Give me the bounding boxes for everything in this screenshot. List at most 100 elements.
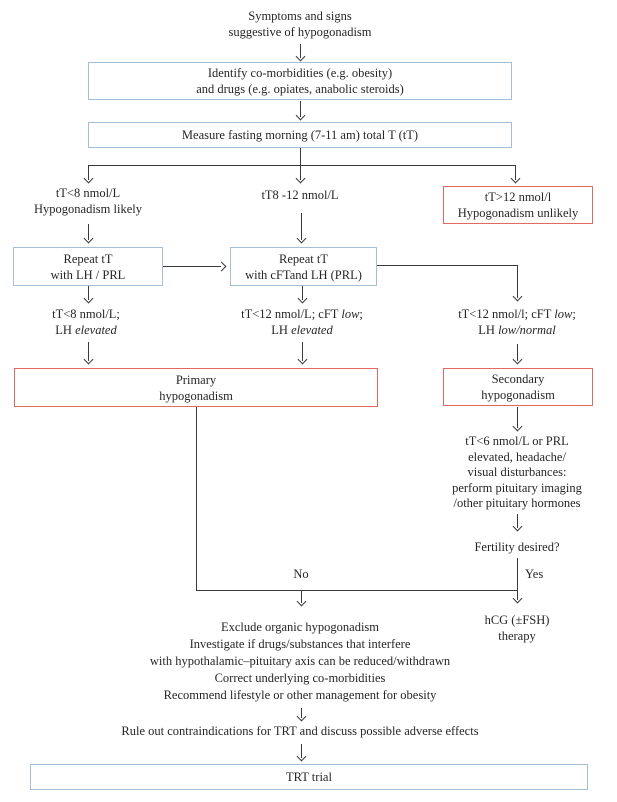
branch-high-line2: Hypogonadism unlikely: [457, 206, 579, 220]
arrow-line: [301, 591, 302, 603]
pituitary-note-line: tT<6 nmol/L or PRL: [465, 434, 569, 448]
branch-low-line1: tT<8 nmol/L: [55, 186, 121, 200]
arrow-right-icon: [216, 261, 227, 272]
exclude-block-line: Correct underlying co-morbidities: [214, 671, 386, 685]
repeat-left-line2: with LH / PRL: [50, 267, 126, 282]
condition-right-label: tT<12 nmol/l; cFT low; LH low/normal: [427, 306, 607, 338]
yes-label: Yes: [525, 566, 565, 582]
condition-left-roman: LH: [55, 323, 76, 337]
arrow-down-icon: [83, 233, 94, 244]
arrow-down-icon: [295, 51, 306, 62]
arrow-down-icon: [512, 421, 523, 432]
start-label-line1: Symptoms and signs: [248, 9, 352, 23]
connector-line: [196, 407, 197, 591]
arrow-down-icon: [510, 173, 521, 184]
condition-mid-line1: tT<12 nmol/L; cFT low;: [212, 306, 392, 322]
arrow-line: [517, 265, 518, 298]
condition-right-line2: LH low/normal: [427, 322, 607, 338]
pituitary-note: tT<6 nmol/L or PRL elevated, headache/ v…: [427, 434, 607, 512]
arrow-down-icon: [296, 751, 307, 762]
no-label: No: [281, 566, 321, 582]
arrow-down-icon: [512, 521, 523, 532]
arrow-down-icon: [297, 293, 308, 304]
exclude-block-line: Exclude organic hypogonadism: [220, 620, 380, 634]
condition-mid-italic1: low: [341, 307, 360, 321]
arrow-line: [163, 266, 221, 267]
arrow-line: [300, 101, 301, 117]
secondary-hypogonadism-box: Secondary hypogonadism: [443, 368, 593, 406]
trt-box-label: TRT trial: [286, 770, 332, 784]
primary-hypogonadism-box: Primary hypogonadism: [14, 368, 378, 407]
arrow-down-icon: [295, 110, 306, 121]
condition-right-line1: tT<12 nmol/l; cFT low;: [427, 306, 607, 322]
repeat-tt-cft-lh-box: Repeat tT with cFTand LH (PRL): [230, 247, 377, 286]
arrow-down-icon: [295, 173, 306, 184]
identify-box-line1: Identify co-morbidities (e.g. obesity): [207, 66, 393, 80]
repeat-mid-line1: Repeat tT: [279, 251, 328, 266]
arrow-line: [517, 514, 518, 528]
arrow-line: [301, 708, 302, 718]
condition-left-line1: tT<8 nmol/L;: [52, 307, 120, 321]
hcg-therapy-line1: hCG (±FSH): [484, 613, 550, 627]
arrow-line: [300, 44, 301, 58]
hcg-therapy-label: hCG (±FSH) therapy: [437, 612, 597, 644]
arrow-down-icon: [296, 596, 307, 607]
pituitary-note-line: visual disturbances:: [467, 465, 567, 479]
condition-mid-italic2: elevated: [291, 323, 333, 337]
arrow-line: [301, 744, 302, 758]
arrow-line: [302, 342, 303, 361]
arrow-line: [515, 165, 516, 180]
secondary-box-line1: Secondary: [491, 372, 545, 386]
condition-mid-label: tT<12 nmol/L; cFT low; LH elevated: [212, 306, 392, 338]
arrow-line: [88, 342, 89, 361]
branch-mid-line1: tT8 -12 nmol/L: [261, 188, 339, 202]
connector-line: [377, 265, 518, 266]
branch-low-label: tT<8 nmol/L Hypogonadism likely: [8, 185, 168, 217]
start-label: Symptoms and signs suggestive of hypogon…: [190, 8, 410, 40]
branch-low-line2: Hypogonadism likely: [34, 202, 142, 216]
trt-trial-box: TRT trial: [30, 764, 588, 790]
condition-right-italic2: low/normal: [498, 323, 556, 337]
yes-label-text: Yes: [525, 567, 544, 581]
fertility-question-label: Fertility desired?: [437, 539, 597, 555]
arrow-down-icon: [512, 354, 523, 365]
exclude-block-line: with hypothalamic–pituitary axis can be …: [149, 654, 451, 668]
arrow-line: [517, 407, 518, 428]
condition-right-roman1: tT<12 nmol/l; cFT: [458, 307, 555, 321]
condition-mid-end1: ;: [359, 307, 363, 321]
no-label-text: No: [293, 567, 309, 581]
pituitary-note-line: elevated, headache/: [468, 449, 566, 464]
branch-high-line1: tT>12 nmol/l: [484, 190, 552, 204]
repeat-mid-line2: with cFTand LH (PRL): [245, 267, 362, 282]
primary-box-line2: hypogonadism: [159, 388, 233, 403]
start-label-line2: suggestive of hypogonadism: [228, 25, 372, 39]
condition-right-roman2: LH: [478, 323, 499, 337]
exclude-block-line: Investigate if drugs/substances that int…: [189, 637, 411, 651]
repeat-tt-lh-prl-box: Repeat tT with LH / PRL: [13, 247, 163, 286]
condition-left-italic: elevated: [75, 323, 117, 337]
identify-comorbidities-box: Identify co-morbidities (e.g. obesity) a…: [88, 62, 512, 100]
connector-line: [88, 165, 516, 166]
arrow-down-icon: [512, 291, 523, 302]
arrow-down-icon: [296, 711, 307, 722]
fertility-question-text: Fertility desired?: [474, 540, 560, 554]
exclude-block-line: Recommend lifestyle or other management …: [163, 688, 437, 702]
arrow-line: [300, 165, 301, 180]
measure-testosterone-box: Measure fasting morning (7-11 am) total …: [88, 122, 512, 148]
arrow-down-icon: [83, 173, 94, 184]
condition-left-line2: LH elevated: [6, 322, 166, 338]
condition-right-italic1: low: [554, 307, 573, 321]
measure-box-label: Measure fasting morning (7-11 am) total …: [181, 128, 419, 142]
exclude-management-block: Exclude organic hypogonadism Investigate…: [90, 619, 510, 704]
arrow-down-icon: [83, 354, 94, 365]
condition-left-label: tT<8 nmol/L; LH elevated: [6, 306, 166, 338]
arrow-down-icon: [297, 354, 308, 365]
arrow-line: [88, 165, 89, 180]
arrow-line: [301, 213, 302, 240]
arrow-line: [302, 286, 303, 300]
arrow-line: [88, 224, 89, 240]
repeat-left-line1: Repeat tT: [63, 251, 113, 266]
pituitary-note-line: /other pituitary hormones: [453, 496, 581, 510]
branch-mid-label: tT8 -12 nmol/L: [220, 187, 380, 203]
